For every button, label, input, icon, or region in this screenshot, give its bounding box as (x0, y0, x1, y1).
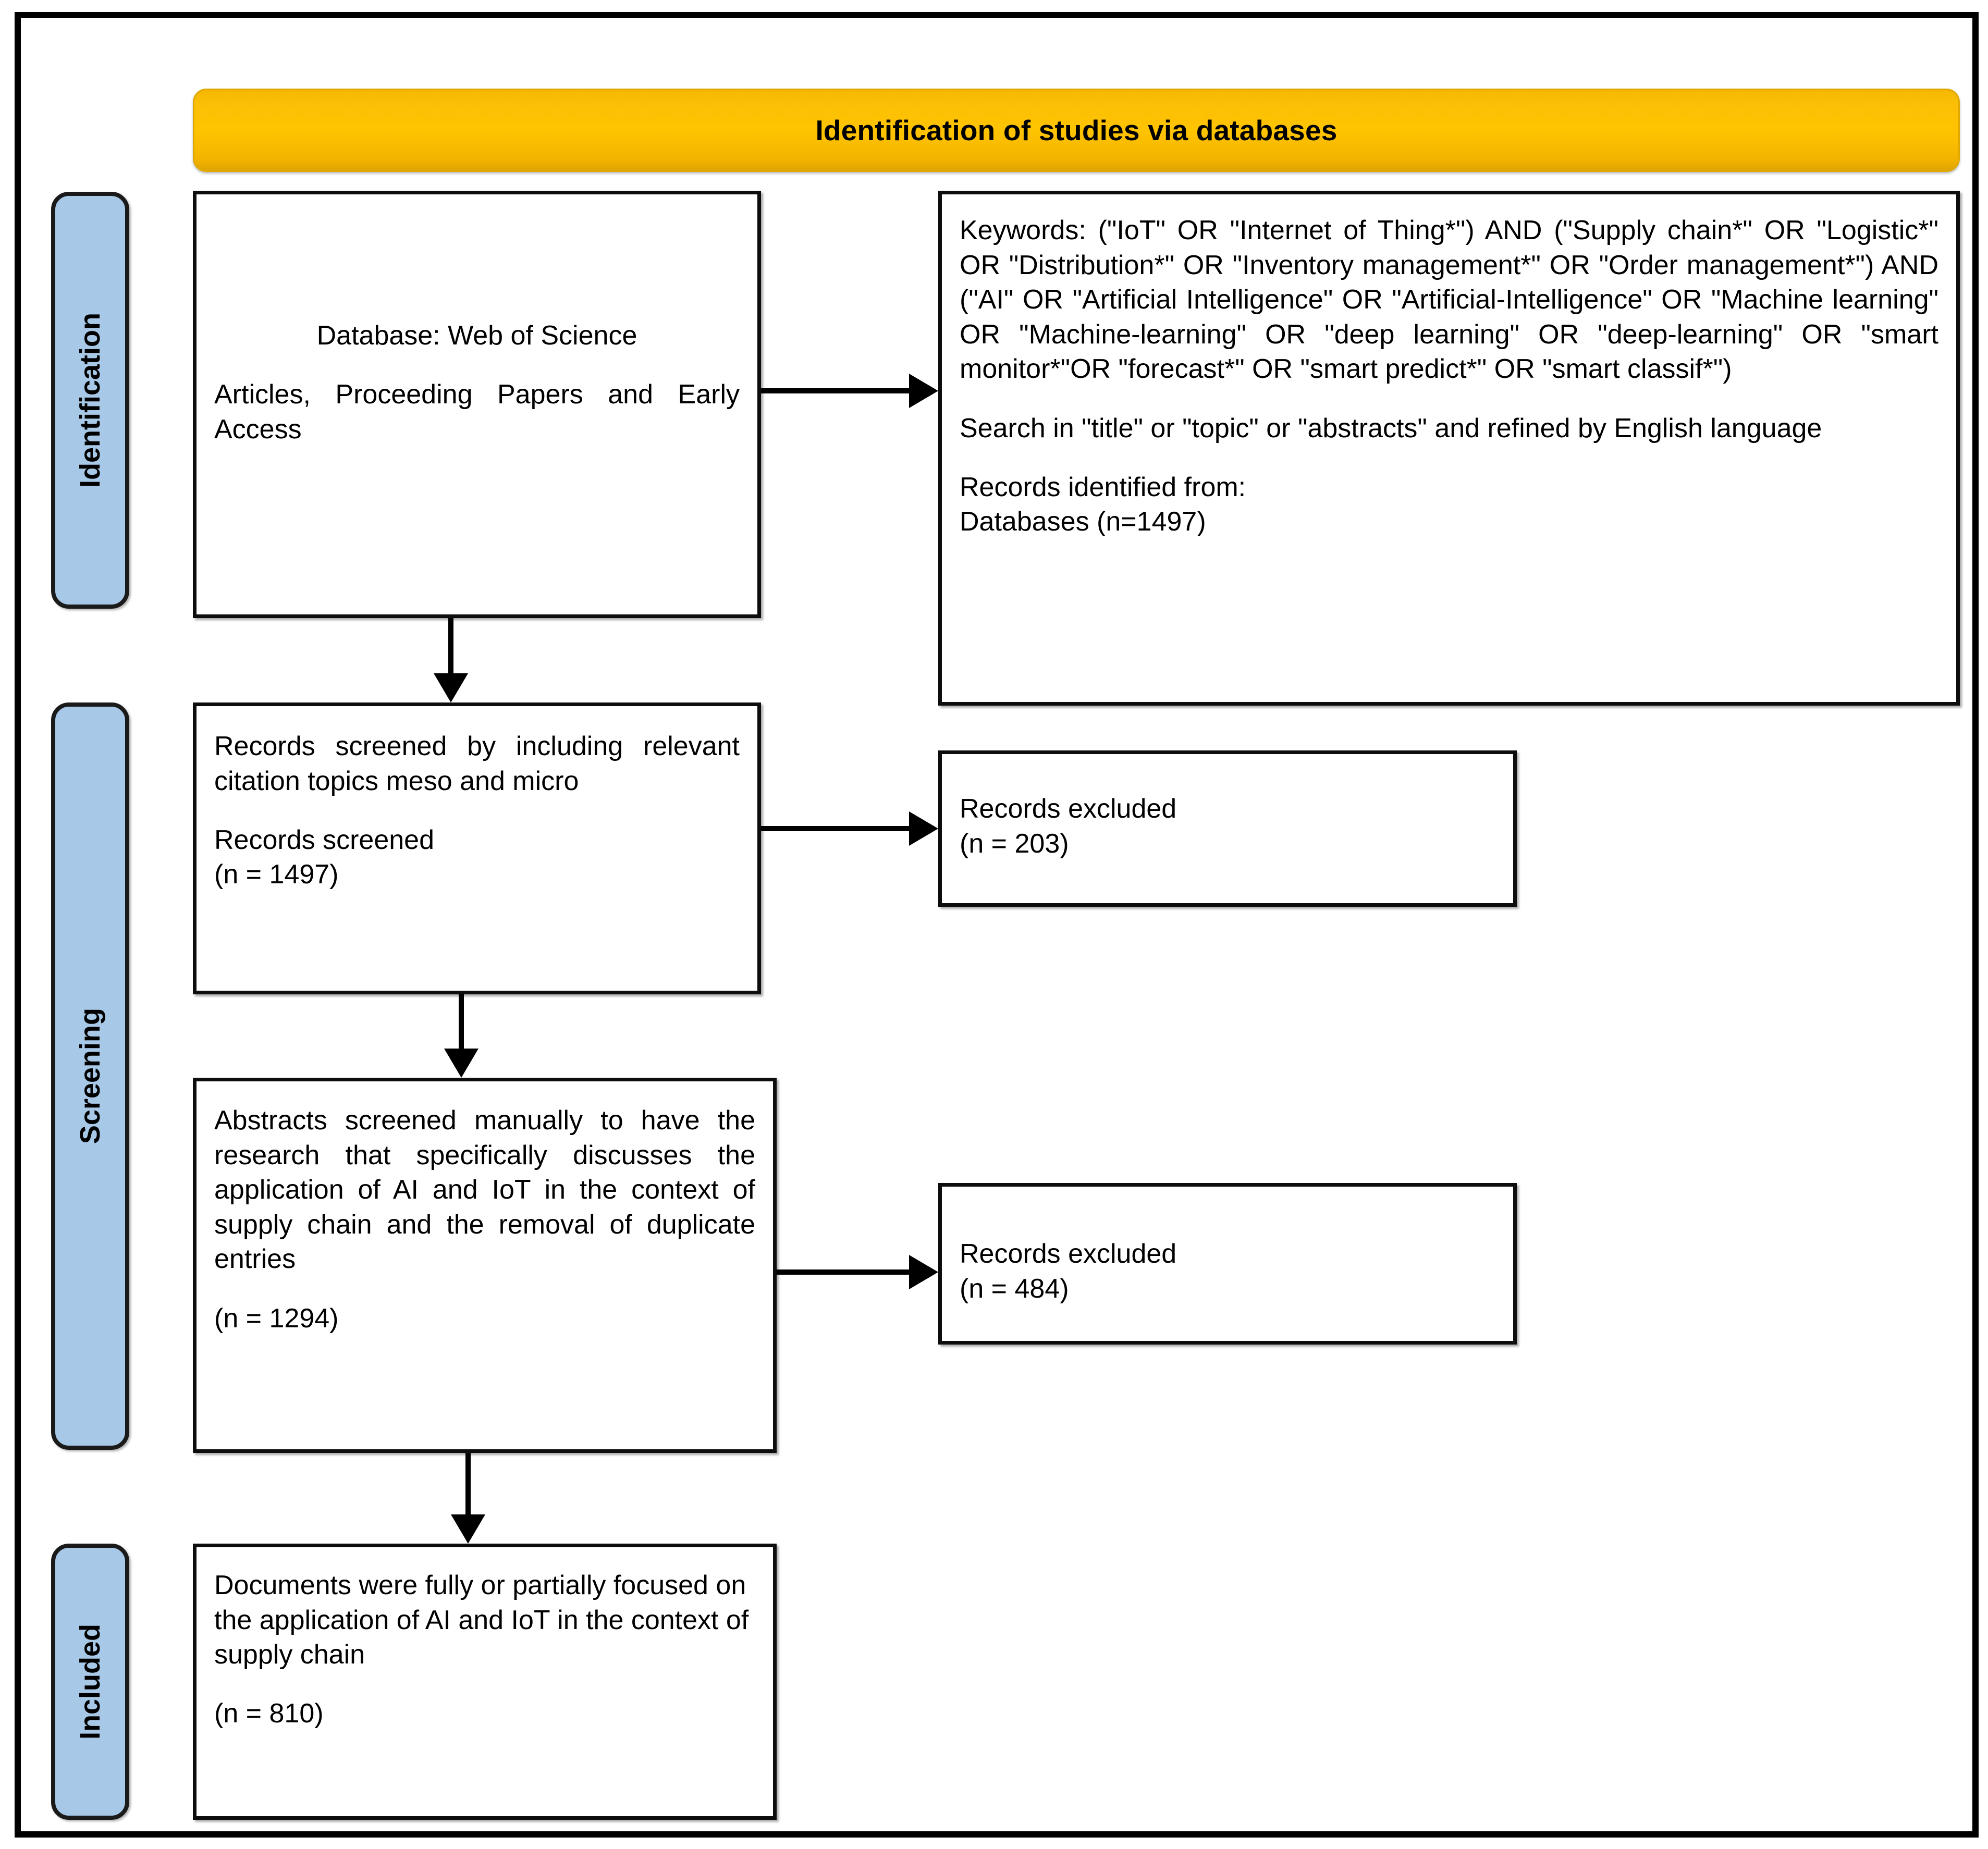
box-database-source: Database: Web of Science Articles, Proce… (193, 191, 761, 618)
database-name: Database: Web of Science (316, 321, 637, 351)
arrow-shaft (761, 388, 909, 393)
arrow-shaft (459, 994, 464, 1049)
box-records-excluded-203: Records excluded (n = 203) (938, 750, 1517, 907)
stage-label-screening: Screening (75, 1008, 106, 1144)
diagram-title: Identification of studies via databases (815, 114, 1337, 146)
records-screened-label: Records screened (214, 824, 434, 855)
records-excluded-203-count: (n = 203) (960, 828, 1069, 859)
box-documents-included: Documents were fully or partially focuse… (193, 1544, 777, 1820)
arrow-head-down-icon (451, 1514, 485, 1544)
records-identified-label: Records identified from: (960, 472, 1246, 502)
records-identified-value: Databases (n=1497) (960, 507, 1206, 537)
records-screened-criteria: Records screened by including relevant c… (214, 731, 740, 796)
abstracts-screened-criteria: Abstracts screened manually to have the … (214, 1105, 755, 1275)
stage-pill-included: Included (51, 1544, 129, 1820)
arrow-shaft (761, 826, 909, 831)
records-excluded-484-label: Records excluded (960, 1239, 1177, 1269)
arrow-head-down-icon (444, 1049, 478, 1078)
diagram-header-banner: Identification of studies via databases (193, 89, 1960, 172)
records-excluded-203-content: Records excluded (n = 203) (942, 792, 1513, 861)
search-scope: Search in "title" or "topic" or "abstrac… (960, 413, 1822, 443)
documents-included-count: (n = 810) (214, 1698, 324, 1729)
arrow-head-right-icon (909, 811, 938, 846)
database-doc-types: Articles, Proceeding Papers and Early Ac… (214, 379, 740, 445)
documents-included-criteria: Documents were fully or partially focuse… (214, 1570, 749, 1670)
database-box-content: Database: Web of Science Articles, Proce… (197, 318, 757, 447)
arrow-head-right-icon (909, 1255, 938, 1289)
documents-included-content: Documents were fully or partially focuse… (197, 1568, 773, 1731)
records-excluded-484-content: Records excluded (n = 484) (942, 1237, 1513, 1306)
records-screened-content: Records screened by including relevant c… (197, 729, 757, 892)
arrow-head-right-icon (909, 374, 938, 408)
records-excluded-203-label: Records excluded (960, 794, 1177, 824)
keywords-box-content: Keywords: ("IoT" OR "Internet of Thing*"… (942, 213, 1956, 539)
box-abstracts-screened: Abstracts screened manually to have the … (193, 1078, 777, 1453)
abstracts-screened-count: (n = 1294) (214, 1303, 339, 1334)
arrow-shaft (777, 1269, 909, 1275)
stage-pill-identification: Identification (51, 192, 129, 609)
arrow-shaft (448, 618, 453, 673)
arrow-shaft (465, 1453, 471, 1514)
stage-pill-screening: Screening (51, 702, 129, 1450)
stage-label-included: Included (75, 1623, 106, 1740)
box-search-strategy: Keywords: ("IoT" OR "Internet of Thing*"… (938, 191, 1960, 706)
search-query: Keywords: ("IoT" OR "Internet of Thing*"… (960, 215, 1938, 385)
records-screened-count: (n = 1497) (214, 859, 339, 890)
arrow-head-down-icon (434, 673, 468, 702)
abstracts-screened-content: Abstracts screened manually to have the … (197, 1103, 773, 1336)
box-records-excluded-484: Records excluded (n = 484) (938, 1183, 1517, 1345)
box-records-screened: Records screened by including relevant c… (193, 702, 761, 994)
stage-label-identification: Identification (75, 313, 106, 488)
records-excluded-484-count: (n = 484) (960, 1273, 1069, 1304)
